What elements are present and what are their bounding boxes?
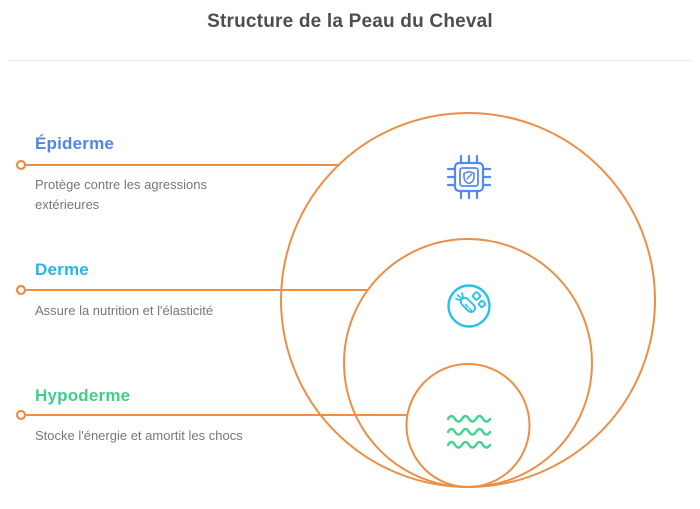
- connector-ring-hypoderme: [15, 409, 27, 421]
- nutrition-icon: [447, 284, 491, 328]
- layer-heading-epiderme: Épiderme: [35, 134, 115, 153]
- connector-ring-derme: [15, 284, 27, 296]
- layer-description-epiderme: Protège contre les agressions extérieure…: [35, 177, 207, 212]
- layer-description-hypoderme: Stocke l'énergie et amortit les chocs: [35, 428, 243, 443]
- circle-hypoderme: [405, 363, 531, 488]
- layer-description-derme: Assure la nutrition et l'élasticité: [35, 303, 214, 318]
- layer-heading-derme: Derme: [35, 260, 89, 279]
- chip-shield-icon: [446, 154, 492, 200]
- waves-icon: [446, 414, 492, 449]
- connector-ring-epiderme: [15, 159, 27, 171]
- page-title: Structure de la Peau du Cheval: [207, 11, 493, 32]
- layer-heading-hypoderme: Hypoderme: [35, 386, 131, 405]
- title-divider: [8, 60, 692, 61]
